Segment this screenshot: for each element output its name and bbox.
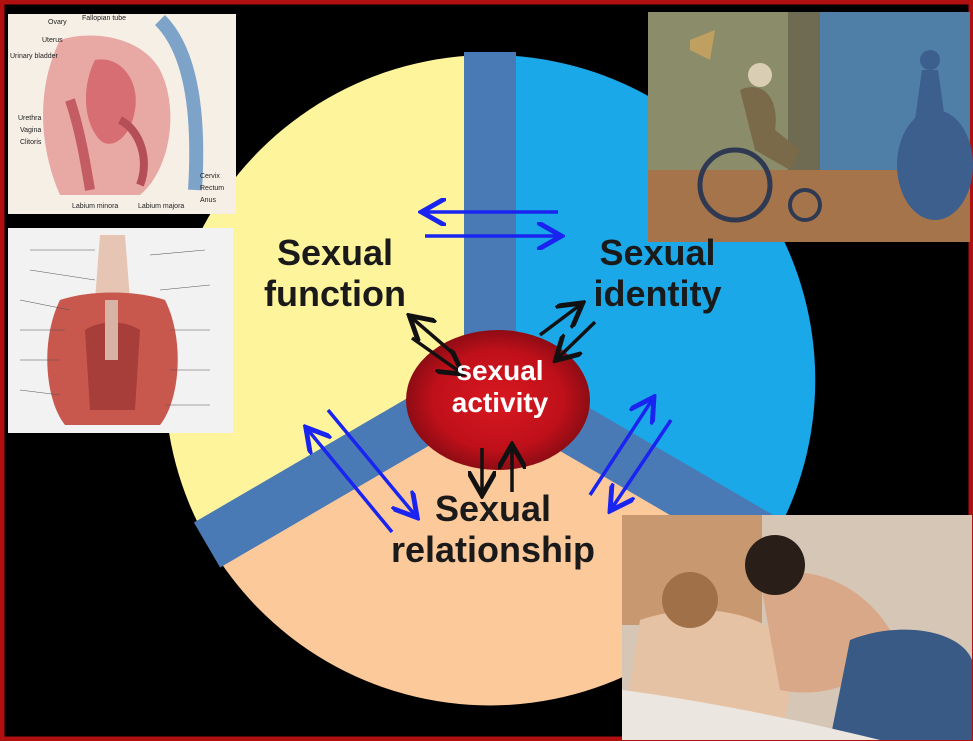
label-function-line2: function <box>250 273 420 314</box>
female-pelvic-anatomy-image: Ovary Fallopian tube Uterus Urinary blad… <box>8 14 236 214</box>
label-sexual-identity: Sexual identity <box>575 232 740 315</box>
male-pelvic-floor-anatomy-image <box>8 228 233 433</box>
svg-text:Ovary: Ovary <box>48 19 67 26</box>
label-relationship-line2: relationship <box>378 529 608 570</box>
label-function-line1: Sexual <box>250 232 420 273</box>
svg-text:Urethra: Urethra <box>18 115 41 122</box>
label-sexual-relationship: Sexual relationship <box>378 488 608 571</box>
svg-text:Urinary bladder: Urinary bladder <box>10 53 59 60</box>
label-activity-line2: activity <box>415 387 585 419</box>
label-activity-line1: sexual <box>415 355 585 387</box>
label-sexual-activity: sexual activity <box>415 355 585 419</box>
svg-text:Fallopian tube: Fallopian tube <box>82 15 126 22</box>
svg-text:Labium minora: Labium minora <box>72 203 118 210</box>
label-relationship-line1: Sexual <box>378 488 608 529</box>
svg-text:Cervix: Cervix <box>200 173 220 180</box>
svg-text:Clitoris: Clitoris <box>20 139 42 146</box>
couple-photo-image <box>622 515 972 740</box>
wheelchair-painting-image <box>648 12 973 242</box>
label-identity-line2: identity <box>575 273 740 314</box>
label-identity-line1: Sexual <box>575 232 740 273</box>
svg-text:Rectum: Rectum <box>200 185 224 192</box>
svg-text:Labium majora: Labium majora <box>138 203 184 210</box>
svg-text:Anus: Anus <box>200 197 216 204</box>
label-sexual-function: Sexual function <box>250 232 420 315</box>
svg-text:Vagina: Vagina <box>20 127 41 134</box>
svg-text:Uterus: Uterus <box>42 37 63 44</box>
